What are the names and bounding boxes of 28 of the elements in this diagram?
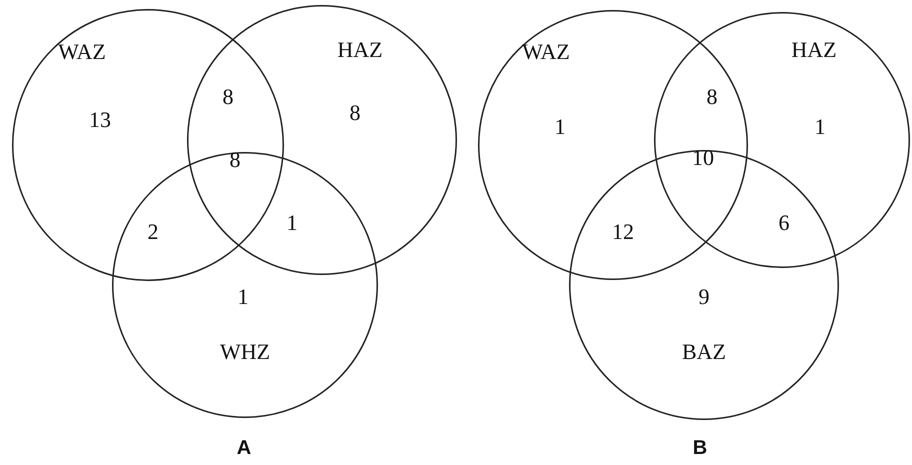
venn-circle (12, 9, 284, 281)
count-label: 13 (89, 109, 111, 131)
set-label: WAZ (58, 41, 106, 63)
set-label: HAZ (337, 39, 383, 61)
count-label: 6 (778, 212, 790, 234)
count-label: 2 (148, 221, 158, 243)
count-label: 8 (706, 86, 718, 108)
count-label: 8 (230, 149, 240, 171)
venn-circle (569, 150, 839, 420)
count-label: 1 (238, 286, 248, 308)
panel-label: A (236, 438, 252, 458)
venn-circle (478, 10, 748, 280)
count-label: 1 (286, 212, 298, 234)
set-label: WAZ (522, 41, 570, 63)
count-label: 9 (698, 286, 710, 308)
count-label: 8 (350, 102, 360, 124)
venn-circle (654, 12, 910, 268)
count-label: 12 (612, 221, 634, 243)
set-label: BAZ (682, 341, 726, 363)
count-label: 1 (814, 116, 826, 138)
count-label: 8 (222, 86, 234, 108)
count-label: 10 (692, 147, 714, 169)
venn-circle (187, 5, 457, 275)
venn-circle (112, 152, 378, 418)
count-label: 1 (554, 116, 566, 138)
set-label: HAZ (791, 39, 837, 61)
panel-label: B (692, 438, 708, 458)
set-label: WHZ (220, 341, 270, 363)
